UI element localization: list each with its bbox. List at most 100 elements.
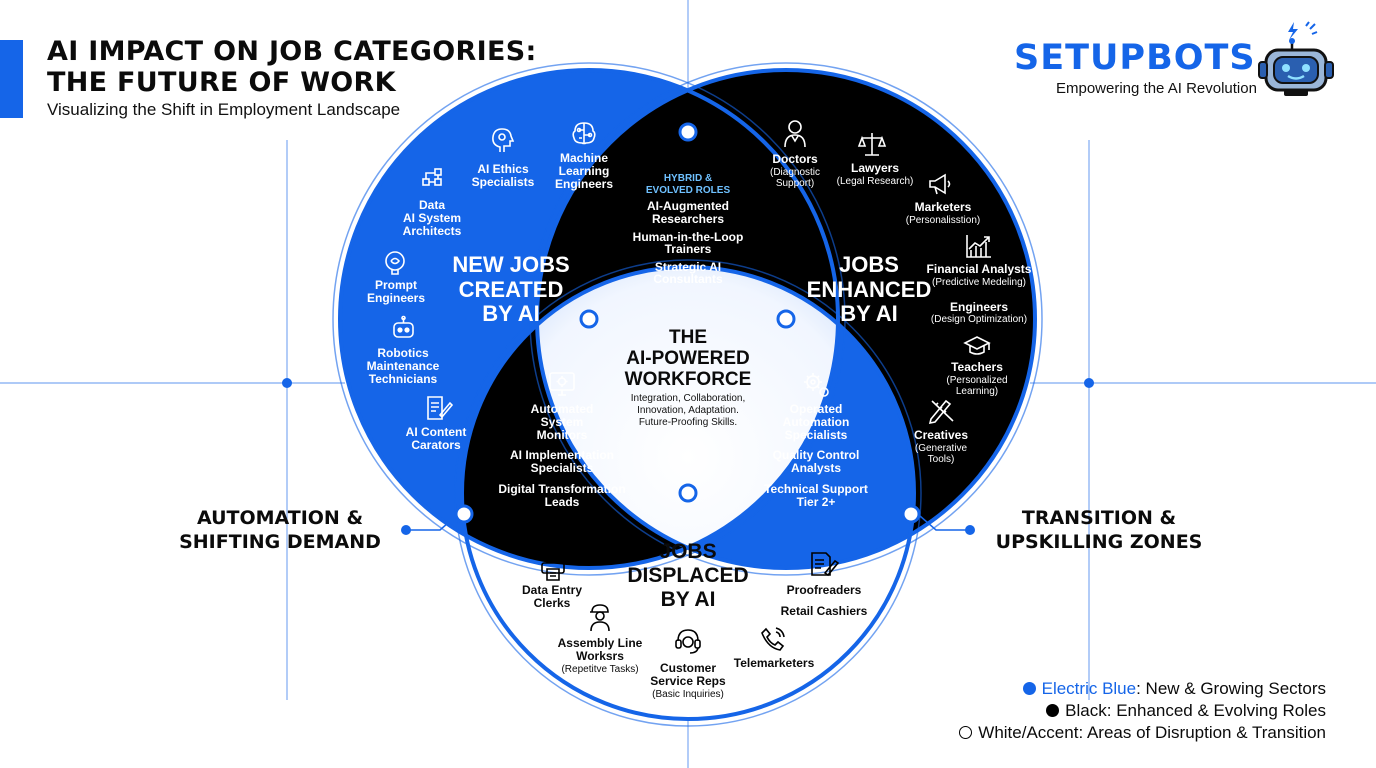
hybrid-roles: HYBRID & EVOLVED ROLES AI-Augmented Rese… — [633, 173, 744, 286]
role-text: Automation — [783, 415, 850, 429]
role-text: Operated — [790, 402, 843, 416]
enhanced-heading-1: JOBS — [839, 252, 899, 277]
role-text: Engineers — [367, 291, 425, 305]
white-dot-icon — [959, 726, 973, 739]
role-text: Engineers — [555, 177, 613, 191]
side-label-line: UPSKILLING ZONES — [995, 531, 1203, 553]
role-detail: Support) — [776, 178, 814, 189]
displaced-heading: JOBS DISPLACED BY AI — [627, 540, 748, 611]
role-text: Specialists — [785, 428, 848, 442]
enhanced-heading-2: ENHANCED — [807, 277, 932, 302]
new-jobs-heading: NEW JOBS CREATED BY AI — [452, 252, 569, 326]
legend-text: : New & Growing Sectors — [1136, 679, 1326, 698]
side-connectors — [406, 515, 970, 531]
pencil-ruler-icon — [928, 399, 954, 425]
blue-dot-icon — [1022, 682, 1036, 695]
role-detail: (Repetitve Tasks) — [561, 664, 638, 675]
role-detail: (Basic Inquiries) — [652, 689, 724, 700]
role-text: Trainers — [665, 242, 712, 256]
title-line-1: AI IMPACT ON JOB CATEGORIES: — [47, 36, 537, 67]
role-text: System — [541, 415, 584, 429]
page-subtitle: Visualizing the Shift in Employment Land… — [47, 100, 401, 119]
role-title: Teachers — [951, 360, 1003, 374]
role-detail: (Personalized — [946, 375, 1007, 386]
role-text: Data — [419, 198, 445, 212]
role-detail: (Personalisstion) — [906, 215, 980, 226]
role-title: Doctors — [772, 152, 818, 166]
role-text: Carators — [411, 438, 461, 452]
side-label-line: TRANSITION & — [1021, 507, 1177, 529]
transition-upskilling-label: TRANSITION & UPSKILLING ZONES — [968, 506, 1230, 554]
hybrid-label: HYBRID & — [664, 173, 712, 184]
enhanced-heading: JOBS ENHANCED BY AI — [807, 252, 932, 326]
role-text: Specialists — [531, 461, 594, 475]
brain-ethics-icon — [492, 128, 515, 152]
gears-icon — [804, 373, 829, 397]
role-text: Technical Support — [764, 482, 868, 496]
role-title: Data Entry — [522, 583, 582, 597]
legend-item-blue: Electric Blue: New & Growing Sectors — [959, 678, 1326, 700]
role-text: Digital Transformation — [498, 482, 625, 496]
role-text: Strategic AI — [655, 260, 721, 274]
role-text: Specialists — [472, 175, 535, 189]
scales-icon — [857, 133, 887, 156]
role-title: Assembly Line — [558, 636, 643, 650]
role-text: AI Implementation — [510, 448, 614, 462]
legend-key: White/Accent — [978, 723, 1079, 742]
role-text: Tier 2+ — [797, 495, 836, 509]
role-text: Technicians — [369, 372, 438, 386]
side-label-line: AUTOMATION & — [196, 507, 364, 529]
enhanced-roles: Doctors (Diagnostic Support) Lawyers (Le… — [770, 152, 1032, 465]
legend-text: : Areas of Disruption & Transition — [1078, 723, 1326, 742]
legend: Electric Blue: New & Growing Sectors Bla… — [959, 678, 1326, 744]
brand-tagline: Empowering the AI Revolution — [1056, 80, 1257, 97]
role-title: Retail Cashiers — [781, 604, 868, 618]
role-title: Financial Analysts — [927, 262, 1032, 276]
role-text: AI Content — [406, 425, 467, 439]
center-text-line: Integration, Collaboration, — [631, 393, 746, 404]
displaced-heading-3: BY AI — [661, 588, 716, 611]
legend-item-black: Black: Enhanced & Evolving Roles — [959, 700, 1326, 722]
role-detail: Learning) — [956, 386, 998, 397]
role-title: Customer — [660, 661, 716, 675]
robot-icon — [393, 315, 414, 338]
role-title: Telemarketers — [734, 656, 815, 670]
role-detail: (Diagnostic — [770, 167, 820, 178]
role-text: AI System — [403, 211, 461, 225]
role-text: AI-Augmented — [647, 199, 729, 213]
automation-roles: Automated System Monitors AI Implementat… — [498, 402, 625, 509]
role-title: Worksrs — [576, 649, 624, 663]
role-text: Machine — [560, 151, 608, 165]
displaced-heading-1: JOBS — [659, 540, 716, 563]
printer-icon — [541, 555, 565, 581]
role-title: Service Reps — [650, 674, 726, 688]
center-heading-2: AI-POWERED — [626, 348, 750, 369]
graduation-cap-icon — [963, 336, 991, 355]
grid-node-dots — [282, 378, 1094, 388]
worker-icon — [590, 604, 610, 632]
role-detail: (Legal Research) — [837, 176, 914, 187]
role-text: Human-in-the-Loop — [633, 230, 744, 244]
document-edit-icon — [811, 552, 840, 577]
new-jobs-heading-2: CREATED — [459, 277, 564, 302]
data-architecture-icon — [422, 168, 442, 186]
title-line-2: THE FUTURE OF WORK — [47, 67, 396, 98]
role-title: Lawyers — [851, 161, 899, 175]
doctor-icon — [784, 120, 806, 148]
growth-chart-icon — [966, 235, 991, 258]
legend-key: Electric Blue — [1041, 679, 1137, 698]
intersection-nodes — [454, 122, 921, 524]
role-title: Marketers — [915, 200, 972, 214]
brand-logo: SETUPBOTS — [1014, 38, 1256, 78]
legend-text: : Enhanced & Evolving Roles — [1106, 701, 1326, 720]
brain-circuit-icon — [572, 122, 596, 145]
document-pen-icon — [427, 396, 454, 420]
hybrid-label: EVOLVED ROLES — [646, 185, 731, 196]
role-detail: (Predictive Medeling) — [932, 277, 1026, 288]
monitor-gear-icon — [549, 372, 575, 396]
connector-dots — [401, 525, 975, 535]
role-detail: (Design Optimization) — [931, 314, 1027, 325]
role-text: Prompt — [375, 278, 417, 292]
displaced-heading-2: DISPLACED — [627, 564, 748, 587]
